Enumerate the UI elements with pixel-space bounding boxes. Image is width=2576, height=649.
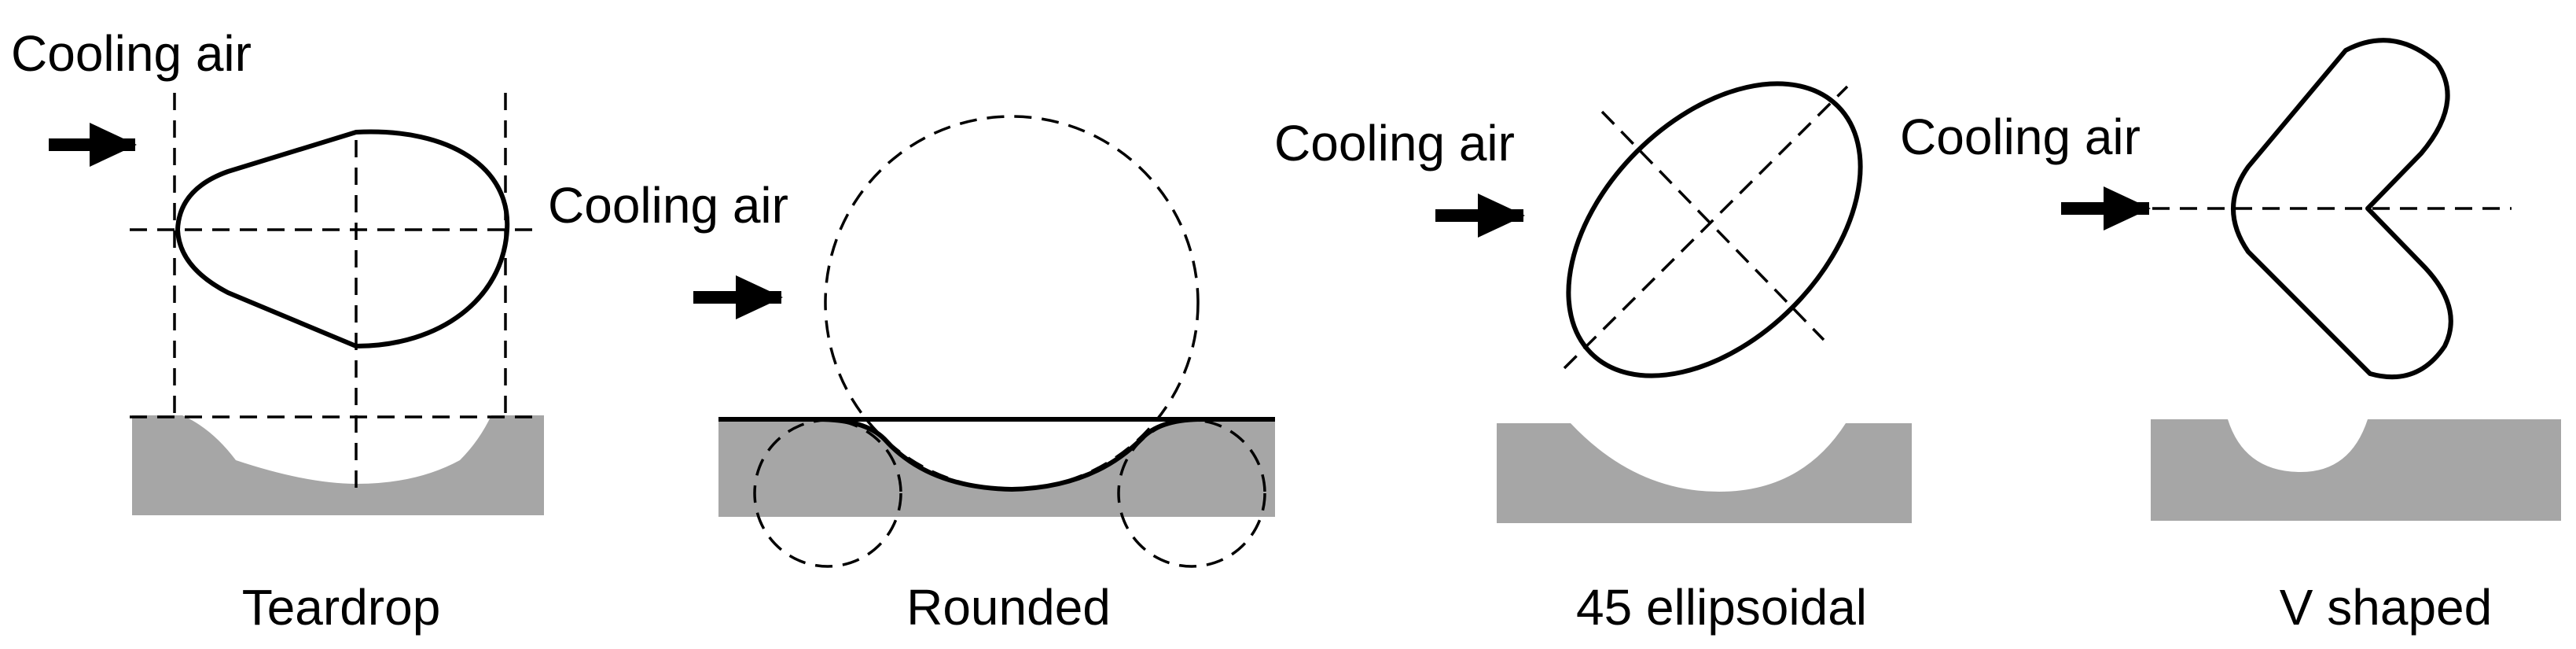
teardrop-hole-outline [175, 129, 510, 348]
minor-axis-line [1600, 110, 1825, 341]
edge-fillet-circle [1117, 419, 1266, 568]
cooling-air-label: Cooling air [548, 177, 788, 234]
shape-caption: Rounded [906, 579, 1111, 636]
panel-ellipsoidal: Cooling air 45 ellipsoidal [1274, 81, 1912, 636]
substrate-block [2151, 419, 2561, 521]
substrate-block [718, 419, 1275, 517]
cooling-air-label: Cooling air [11, 25, 252, 82]
substrate-block [132, 415, 544, 515]
cooling-air-label: Cooling air [1900, 109, 2141, 165]
shape-caption: Teardrop [242, 579, 441, 636]
cooling-air-label: Cooling air [1274, 115, 1515, 171]
substrate-block [1497, 423, 1912, 523]
edge-fillet-circle [753, 419, 902, 568]
panel-v-shaped: Cooling air V shaped [1900, 38, 2561, 636]
v-shaped-hole-outline [2231, 38, 2453, 380]
shape-caption: V shaped [2280, 579, 2492, 636]
panel-teardrop: Cooling air Teardrop [11, 25, 544, 636]
shape-caption: 45 ellipsoidal [1576, 579, 1867, 636]
main-radius-circle [824, 115, 1200, 491]
panel-rounded: Cooling air Rounded [548, 115, 1275, 636]
major-axis-line [1563, 85, 1849, 370]
ellipsoidal-hole-outline [1566, 81, 1863, 378]
